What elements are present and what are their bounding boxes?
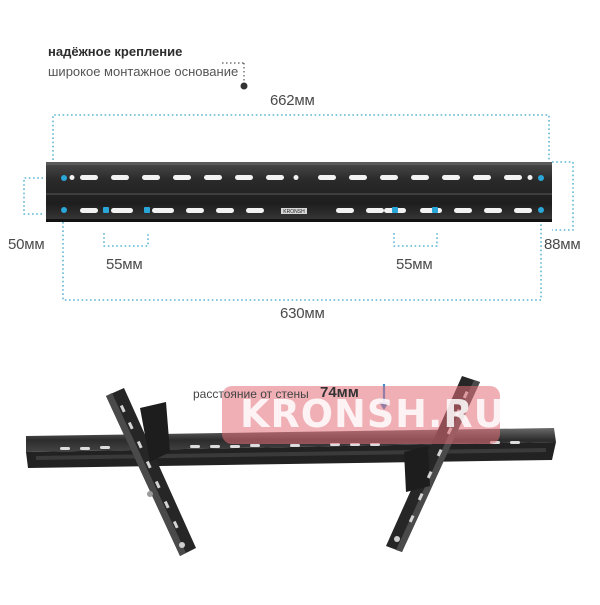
plate-brand-label: KRONSH (283, 209, 305, 215)
wall-distance-value: 74мм (320, 384, 359, 401)
dimension-width-holes: 630мм (280, 305, 325, 322)
mounting-plate: KRONSH (46, 162, 552, 222)
left-tv-arm (106, 388, 196, 556)
dimension-height-left: 50мм (8, 236, 45, 253)
wall-distance-label: расстояние от стены (193, 387, 309, 401)
dimension-lines (23, 114, 574, 301)
dimension-slot-left: 55мм (106, 256, 143, 273)
feature-title: надёжное крепление (48, 44, 183, 59)
feature-subtitle: широкое монтажное основание (48, 64, 239, 79)
watermark-badge (222, 386, 500, 444)
dimension-width-total: 662мм (270, 92, 315, 109)
feature-callout-connector (222, 62, 248, 90)
dimension-height-right: 88мм (544, 236, 581, 253)
dimension-slot-right: 55мм (396, 256, 433, 273)
watermark-text: KRONSH.RU (240, 392, 506, 436)
